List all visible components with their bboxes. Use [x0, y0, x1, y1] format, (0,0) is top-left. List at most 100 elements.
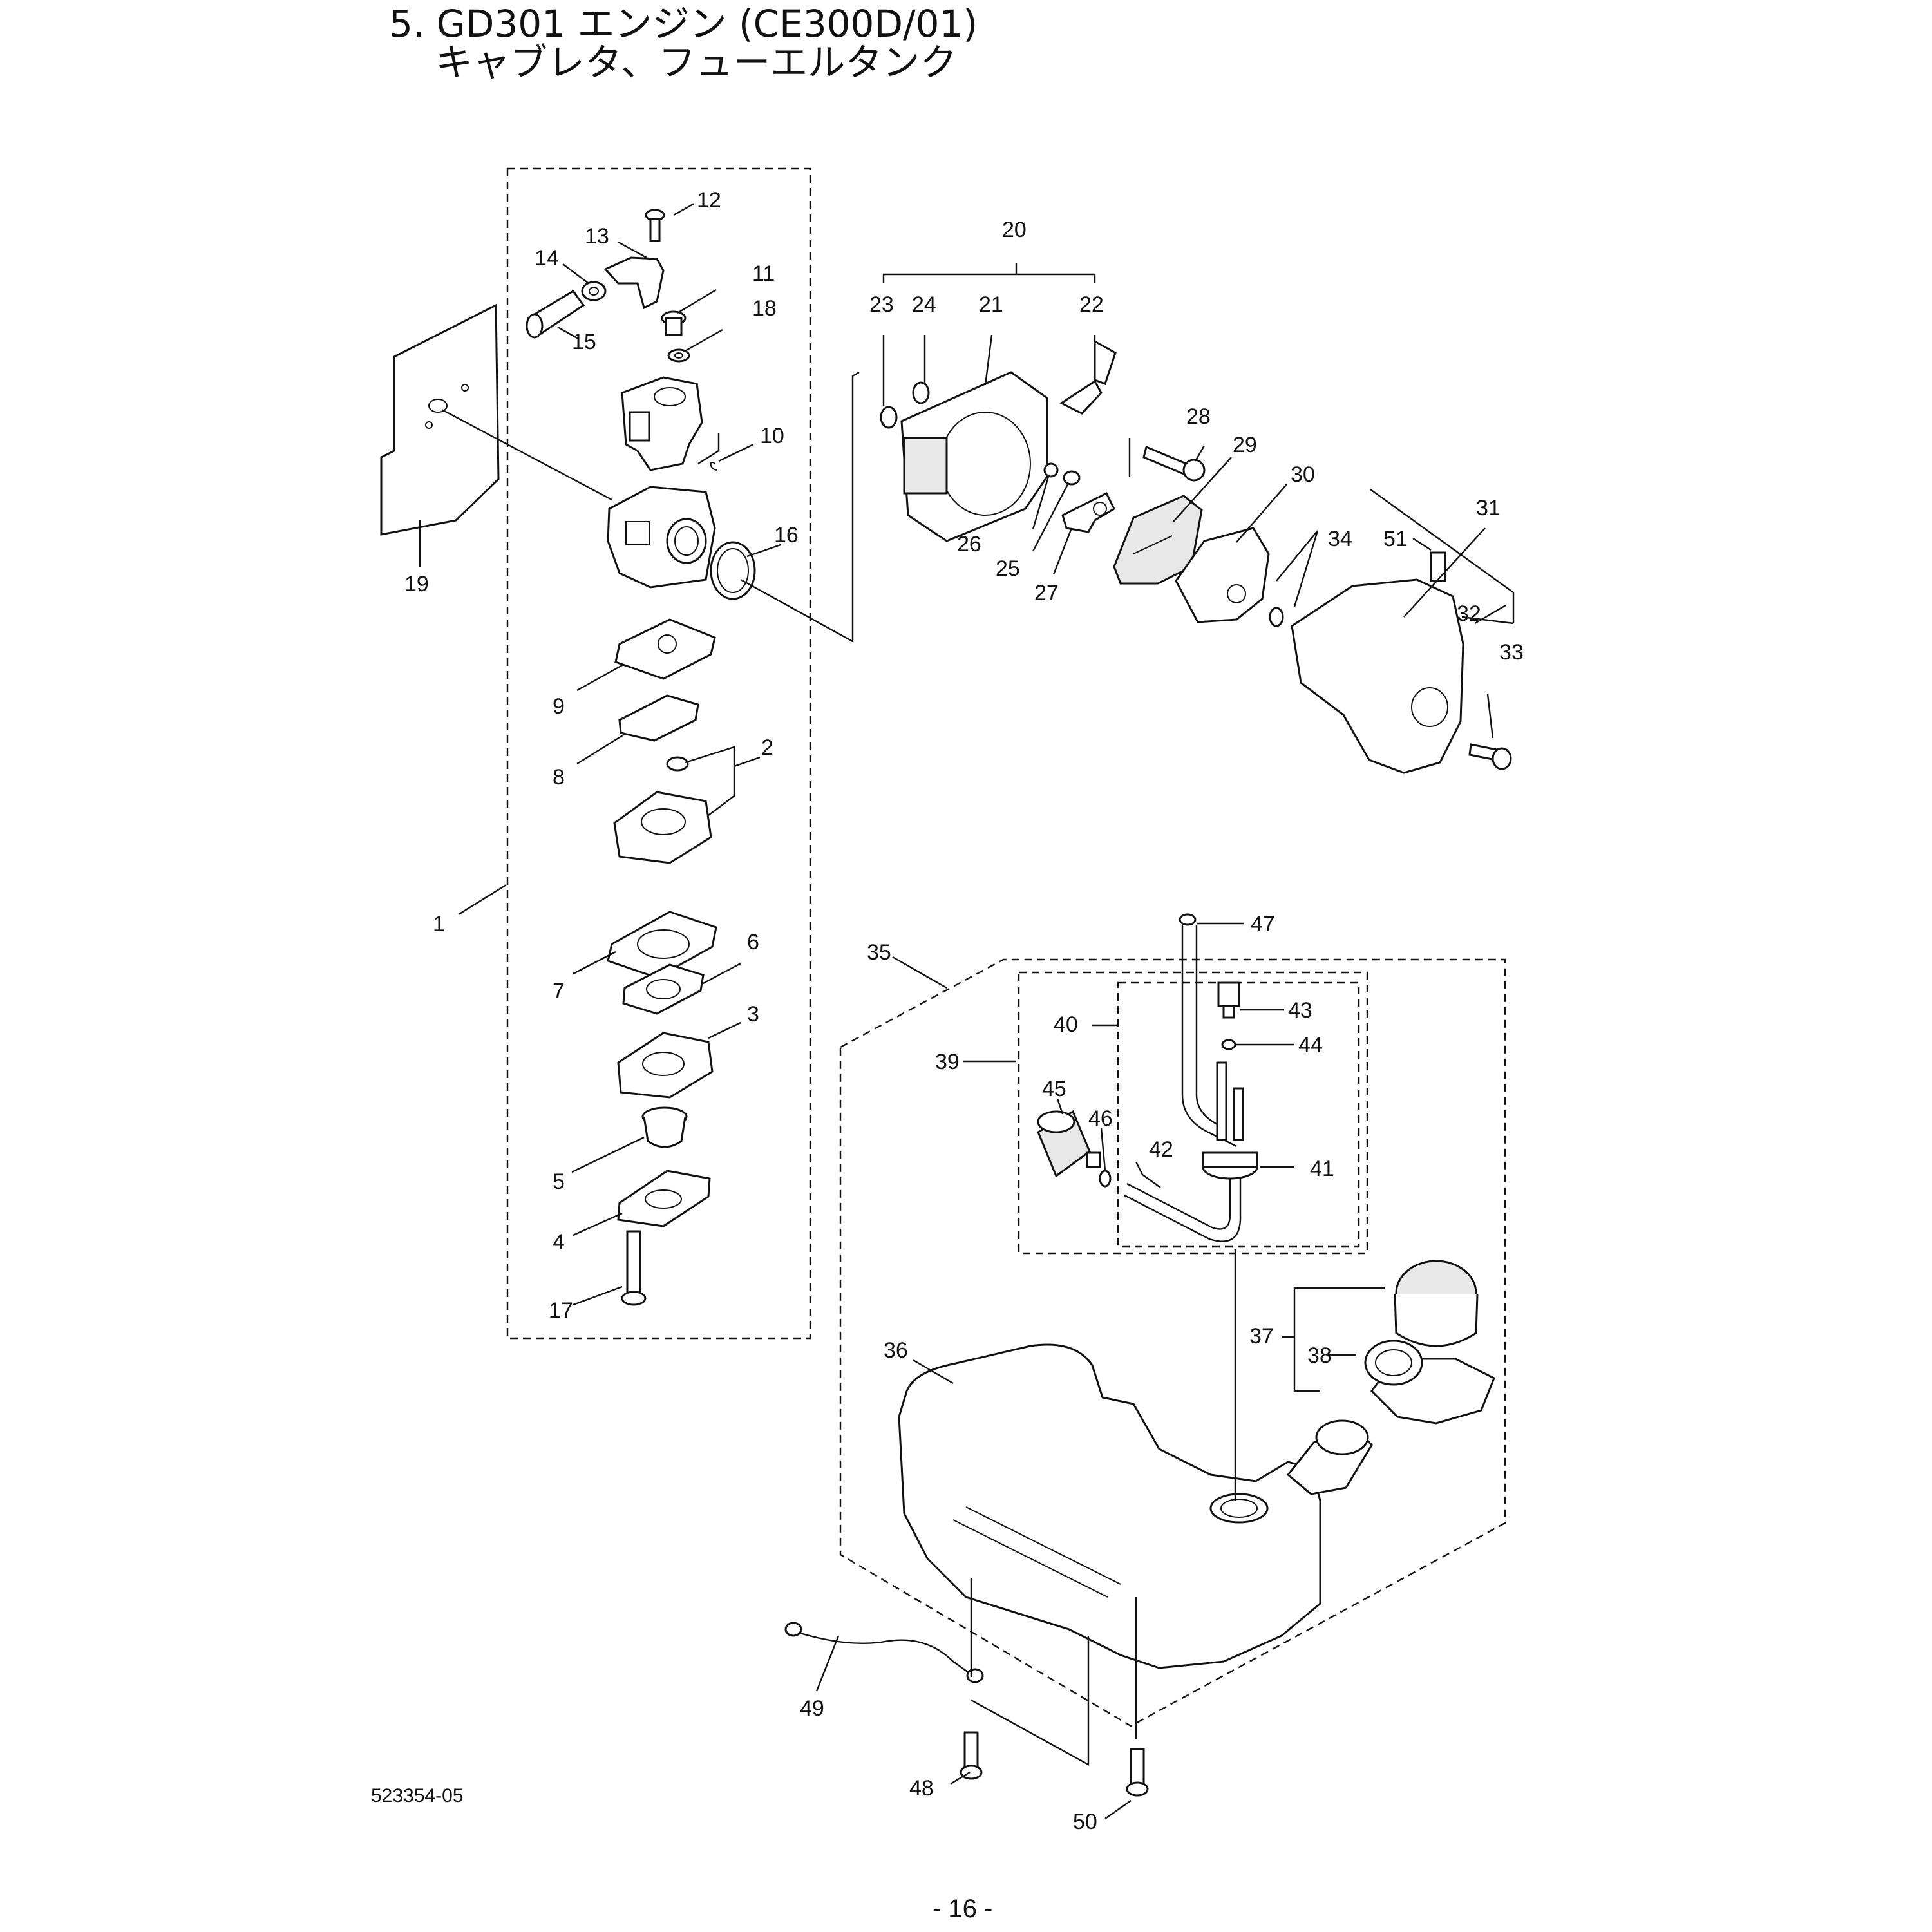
callout-35: 35 — [867, 940, 891, 965]
callout-6: 6 — [747, 930, 759, 954]
filter-element-19 — [380, 303, 500, 536]
callout-36: 36 — [884, 1338, 908, 1363]
check-valve-43 — [1217, 981, 1240, 1019]
callout-43: 43 — [1288, 998, 1312, 1023]
carburetor-body — [607, 486, 716, 589]
callout-40: 40 — [1054, 1012, 1078, 1037]
fuel-line-group — [1018, 971, 1368, 1255]
callout-13: 13 — [585, 224, 609, 249]
callout-25: 25 — [996, 556, 1020, 581]
gasket-9 — [614, 618, 716, 680]
callout-17: 17 — [549, 1298, 573, 1323]
callout-49: 49 — [800, 1696, 824, 1721]
fuel-tank-36 — [898, 1343, 1373, 1669]
clip-10 — [710, 462, 718, 471]
callout-27: 27 — [1034, 581, 1059, 605]
callout-46: 46 — [1088, 1106, 1113, 1131]
callout-2: 2 — [761, 735, 773, 760]
bolt-33 — [1468, 743, 1512, 770]
callout-29: 29 — [1233, 433, 1257, 457]
callout-30: 30 — [1291, 462, 1315, 487]
pin-24 — [912, 381, 930, 404]
callout-5: 5 — [553, 1170, 565, 1194]
callout-38: 38 — [1307, 1343, 1332, 1368]
page-subtitle: キャブレタ、フューエルタンク — [435, 41, 958, 84]
document-number: 523354-05 — [371, 1785, 464, 1806]
screw-11 — [661, 310, 687, 336]
clip-34 — [1269, 607, 1284, 627]
gasket-38 — [1364, 1340, 1423, 1386]
bolt-17 — [621, 1230, 647, 1306]
callout-14: 14 — [535, 246, 559, 270]
callout-39: 39 — [935, 1050, 960, 1074]
plate-4 — [617, 1170, 711, 1227]
callout-26: 26 — [957, 532, 981, 556]
fuel-tube-42 — [1124, 1179, 1242, 1242]
callout-51: 51 — [1383, 527, 1408, 551]
fuel-cap-37 — [1370, 1260, 1495, 1425]
callout-23: 23 — [869, 292, 894, 317]
cover-3 — [617, 1032, 714, 1099]
return-pipe — [1181, 925, 1237, 1148]
callout-24: 24 — [912, 292, 936, 317]
washer-18 — [667, 348, 690, 363]
callout-7: 7 — [553, 979, 565, 1003]
washer-25 — [1063, 470, 1081, 486]
callout-50: 50 — [1073, 1810, 1097, 1834]
pump-body — [613, 791, 712, 864]
label-51 — [1430, 551, 1446, 582]
o-ring-46 — [1099, 1170, 1112, 1188]
bolt-50 — [1126, 1748, 1149, 1797]
callout-9: 9 — [553, 694, 565, 719]
callout-18: 18 — [752, 296, 777, 321]
ground-wire-49 — [784, 1622, 984, 1683]
callout-42: 42 — [1149, 1137, 1173, 1162]
callout-16: 16 — [774, 523, 799, 547]
filter-45 — [1037, 1110, 1101, 1178]
callout-21: 21 — [979, 292, 1003, 317]
gasket-7 — [607, 911, 717, 979]
callout-20: 20 — [1002, 218, 1027, 242]
callout-1: 1 — [433, 912, 445, 936]
callout-33: 33 — [1499, 640, 1524, 665]
washer-26 — [1043, 462, 1059, 478]
gasket-16 — [710, 541, 756, 600]
pin-23 — [880, 406, 898, 429]
air-cleaner-case-21 — [900, 371, 1048, 542]
diaphragm-6 — [622, 963, 705, 1015]
clip-47 — [1179, 913, 1197, 926]
page-title: 5. GD301 エンジン (CE300D/01) — [389, 2, 978, 46]
callout-48: 48 — [909, 1776, 934, 1801]
callout-47: 47 — [1251, 912, 1275, 936]
filter-30 — [1175, 527, 1270, 623]
callout-11: 11 — [752, 261, 775, 286]
lever-22 — [1059, 339, 1117, 415]
fuel-tank-assembly-group — [839, 958, 1506, 1727]
throttle-body — [621, 376, 703, 471]
callout-15: 15 — [572, 330, 596, 354]
callout-41: 41 — [1310, 1157, 1334, 1181]
adjust-screw-15 — [526, 290, 585, 339]
o-ring-44 — [1221, 1039, 1236, 1050]
grommet-41 — [1202, 1061, 1258, 1180]
bracket-27 — [1061, 491, 1115, 533]
callout-37: 37 — [1249, 1324, 1274, 1349]
bolt-28 — [1142, 445, 1206, 482]
carburetor-assembly-group — [506, 167, 811, 1340]
callout-10: 10 — [760, 424, 784, 448]
leader-lines — [419, 202, 1515, 1819]
page-number: - 16 - — [933, 1895, 993, 1923]
callout-34: 34 — [1328, 527, 1352, 551]
callout-28: 28 — [1186, 404, 1211, 429]
primer-5 — [641, 1106, 688, 1148]
callout-8: 8 — [553, 765, 565, 790]
screw-12 — [645, 209, 665, 242]
callout-4: 4 — [553, 1230, 565, 1255]
callout-31: 31 — [1476, 496, 1501, 520]
callout-22: 22 — [1079, 292, 1104, 317]
callout-45: 45 — [1042, 1077, 1066, 1101]
callout-3: 3 — [747, 1002, 759, 1027]
ring-2 — [666, 756, 689, 772]
lever-13 — [603, 256, 665, 310]
